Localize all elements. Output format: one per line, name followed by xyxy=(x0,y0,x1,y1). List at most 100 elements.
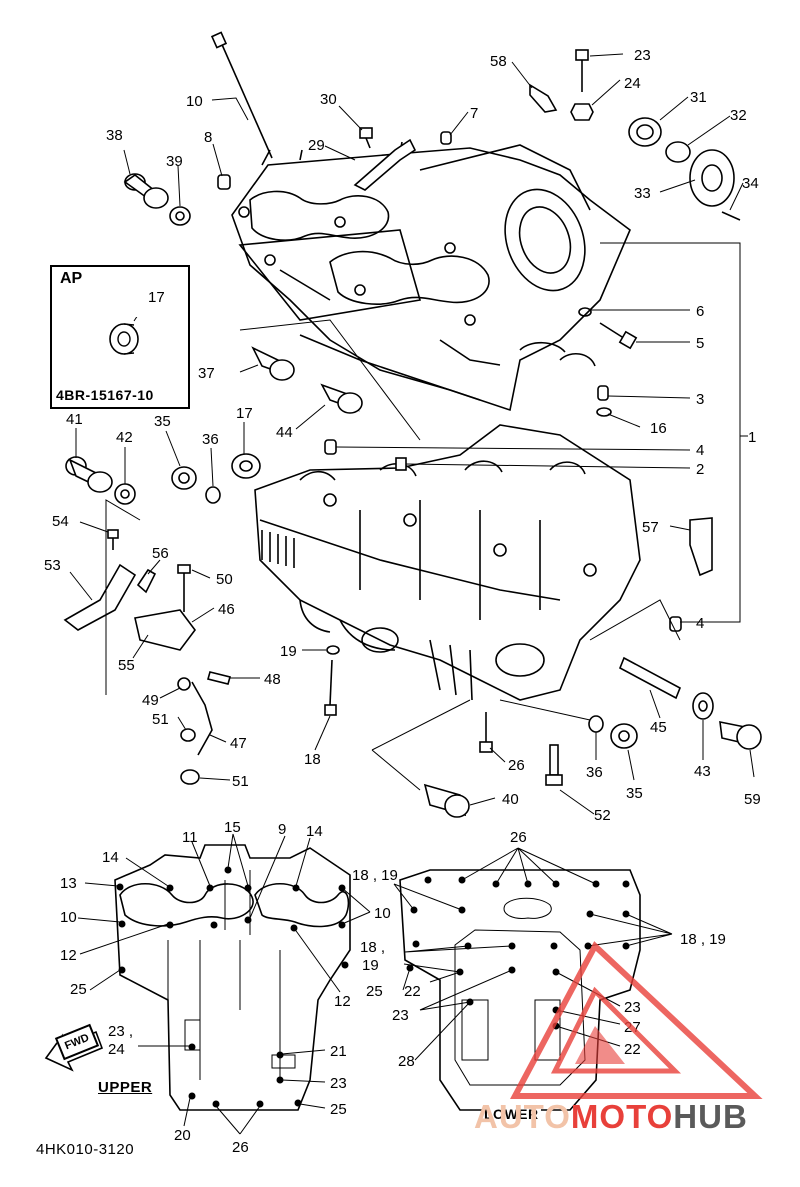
watermark-hub: HUB xyxy=(673,1098,748,1135)
washer-42 xyxy=(114,483,136,505)
callout-label: 17 xyxy=(236,405,253,422)
callout-label: 52 xyxy=(594,807,611,824)
upper-case-view xyxy=(114,844,351,1111)
callout-label: 41 xyxy=(66,411,83,428)
bushing-59 xyxy=(719,720,762,750)
clamp-58 xyxy=(529,83,558,113)
callout-label: 12 xyxy=(334,993,351,1010)
callout-label: 18 , xyxy=(360,939,385,956)
callout-label: 29 xyxy=(308,137,325,154)
callout-label: 58 xyxy=(490,53,507,70)
callout-label: 54 xyxy=(52,513,69,530)
callout-label: 55 xyxy=(118,657,135,674)
exploded-callouts: 10 8 30 29 7 58 23 24 31 32 33 34 38 39 … xyxy=(44,47,761,824)
upper-case-dots xyxy=(116,866,349,1108)
dowel-3 xyxy=(597,385,609,401)
callout-label: 23 xyxy=(392,1007,409,1024)
plate-53 xyxy=(63,563,137,631)
callout-label: 51 xyxy=(232,773,249,790)
callout-label: 5 xyxy=(696,335,704,352)
bracket-29 xyxy=(353,138,417,191)
callout-label: 30 xyxy=(320,91,337,108)
bolt-50 xyxy=(177,564,191,612)
callout-label: 48 xyxy=(264,671,281,688)
callout-label: 43 xyxy=(694,763,711,780)
callout-label: 57 xyxy=(642,519,659,536)
callout-label: 26 xyxy=(508,757,525,774)
lower-crankcase xyxy=(254,424,641,701)
ap-part-number: 17 xyxy=(148,289,165,306)
oil-seal-icon xyxy=(109,317,139,355)
callout-label: 25 xyxy=(70,981,87,998)
watermark-text: AUTOMOTOHUB xyxy=(474,1098,748,1136)
callout-label: 49 xyxy=(142,692,159,709)
bushing-41 xyxy=(65,456,113,493)
pipe-47 xyxy=(191,681,213,756)
washer-43 xyxy=(692,692,714,720)
callout-label: 39 xyxy=(166,153,183,170)
lower-view-label: LOWER xyxy=(482,1106,541,1122)
callout-label: 35 xyxy=(154,413,171,430)
callout-label: 12 xyxy=(60,947,77,964)
washer-51 xyxy=(180,728,200,785)
callout-label: 28 xyxy=(398,1053,415,1070)
ap-inset-box: AP 17 4BR-15167-10 xyxy=(50,265,190,409)
bolt-19-18 xyxy=(324,645,340,716)
switch-56 xyxy=(136,568,157,594)
callout-label: 23 xyxy=(330,1075,347,1092)
oring-36 xyxy=(205,486,221,504)
dowel-4 xyxy=(324,439,337,455)
callout-label: 14 xyxy=(102,849,119,866)
bushing-38 xyxy=(123,173,169,209)
document-code: 4HK010-3120 xyxy=(36,1141,135,1158)
bolt-5 xyxy=(599,322,638,350)
callout-label: 25 xyxy=(330,1101,347,1118)
watermark-auto: AUTO xyxy=(474,1098,571,1135)
lower-case-view xyxy=(399,869,641,1111)
callout-label: 38 xyxy=(106,127,123,144)
callout-label: 34 xyxy=(742,175,759,192)
callout-label: 3 xyxy=(696,391,704,408)
pin-7 xyxy=(440,131,452,145)
callout-label: 46 xyxy=(218,601,235,618)
callout-label: 23 xyxy=(624,999,641,1016)
callout-label: 19 xyxy=(280,643,297,660)
callout-label: 20 xyxy=(174,1127,191,1144)
callout-label: 42 xyxy=(116,429,133,446)
bolt-26 xyxy=(479,712,493,753)
oil-seal-31 xyxy=(628,117,662,147)
callout-label: 18 xyxy=(304,751,321,768)
callout-label: 7 xyxy=(470,105,478,122)
callout-label: 1 xyxy=(748,429,756,446)
screw-34 xyxy=(721,211,741,221)
callout-label: 45 xyxy=(650,719,667,736)
callout-label: 36 xyxy=(202,431,219,448)
upper-view-label: UPPER xyxy=(98,1079,153,1096)
clip-48 xyxy=(207,671,231,685)
callout-label: 24 xyxy=(108,1041,125,1058)
callout-label: 33 xyxy=(634,185,651,202)
callout-label: 21 xyxy=(330,1043,347,1060)
watermark-moto: MOTO xyxy=(570,1098,674,1135)
stud-bolt-part xyxy=(210,31,273,159)
collar-37 xyxy=(251,346,295,381)
callout-label: 51 xyxy=(152,711,169,728)
bolt-2 xyxy=(395,457,407,471)
bolt-23-top xyxy=(575,49,589,92)
dowel-8 xyxy=(217,174,231,190)
ap-part-code: 4BR-15167-10 xyxy=(56,387,154,403)
collar-40 xyxy=(423,783,470,818)
upper-case-leaders xyxy=(77,833,371,1135)
callout-label: 32 xyxy=(730,107,747,124)
cover-33 xyxy=(689,149,735,207)
callout-label: 13 xyxy=(60,875,77,892)
oring-36b xyxy=(588,715,604,733)
callout-label: 10 xyxy=(60,909,77,926)
callout-label: 4 xyxy=(696,442,704,459)
callout-label: 35 xyxy=(626,785,643,802)
callout-label: 26 xyxy=(510,829,527,846)
callout-label: 26 xyxy=(232,1139,249,1156)
callout-label: 9 xyxy=(278,821,286,838)
